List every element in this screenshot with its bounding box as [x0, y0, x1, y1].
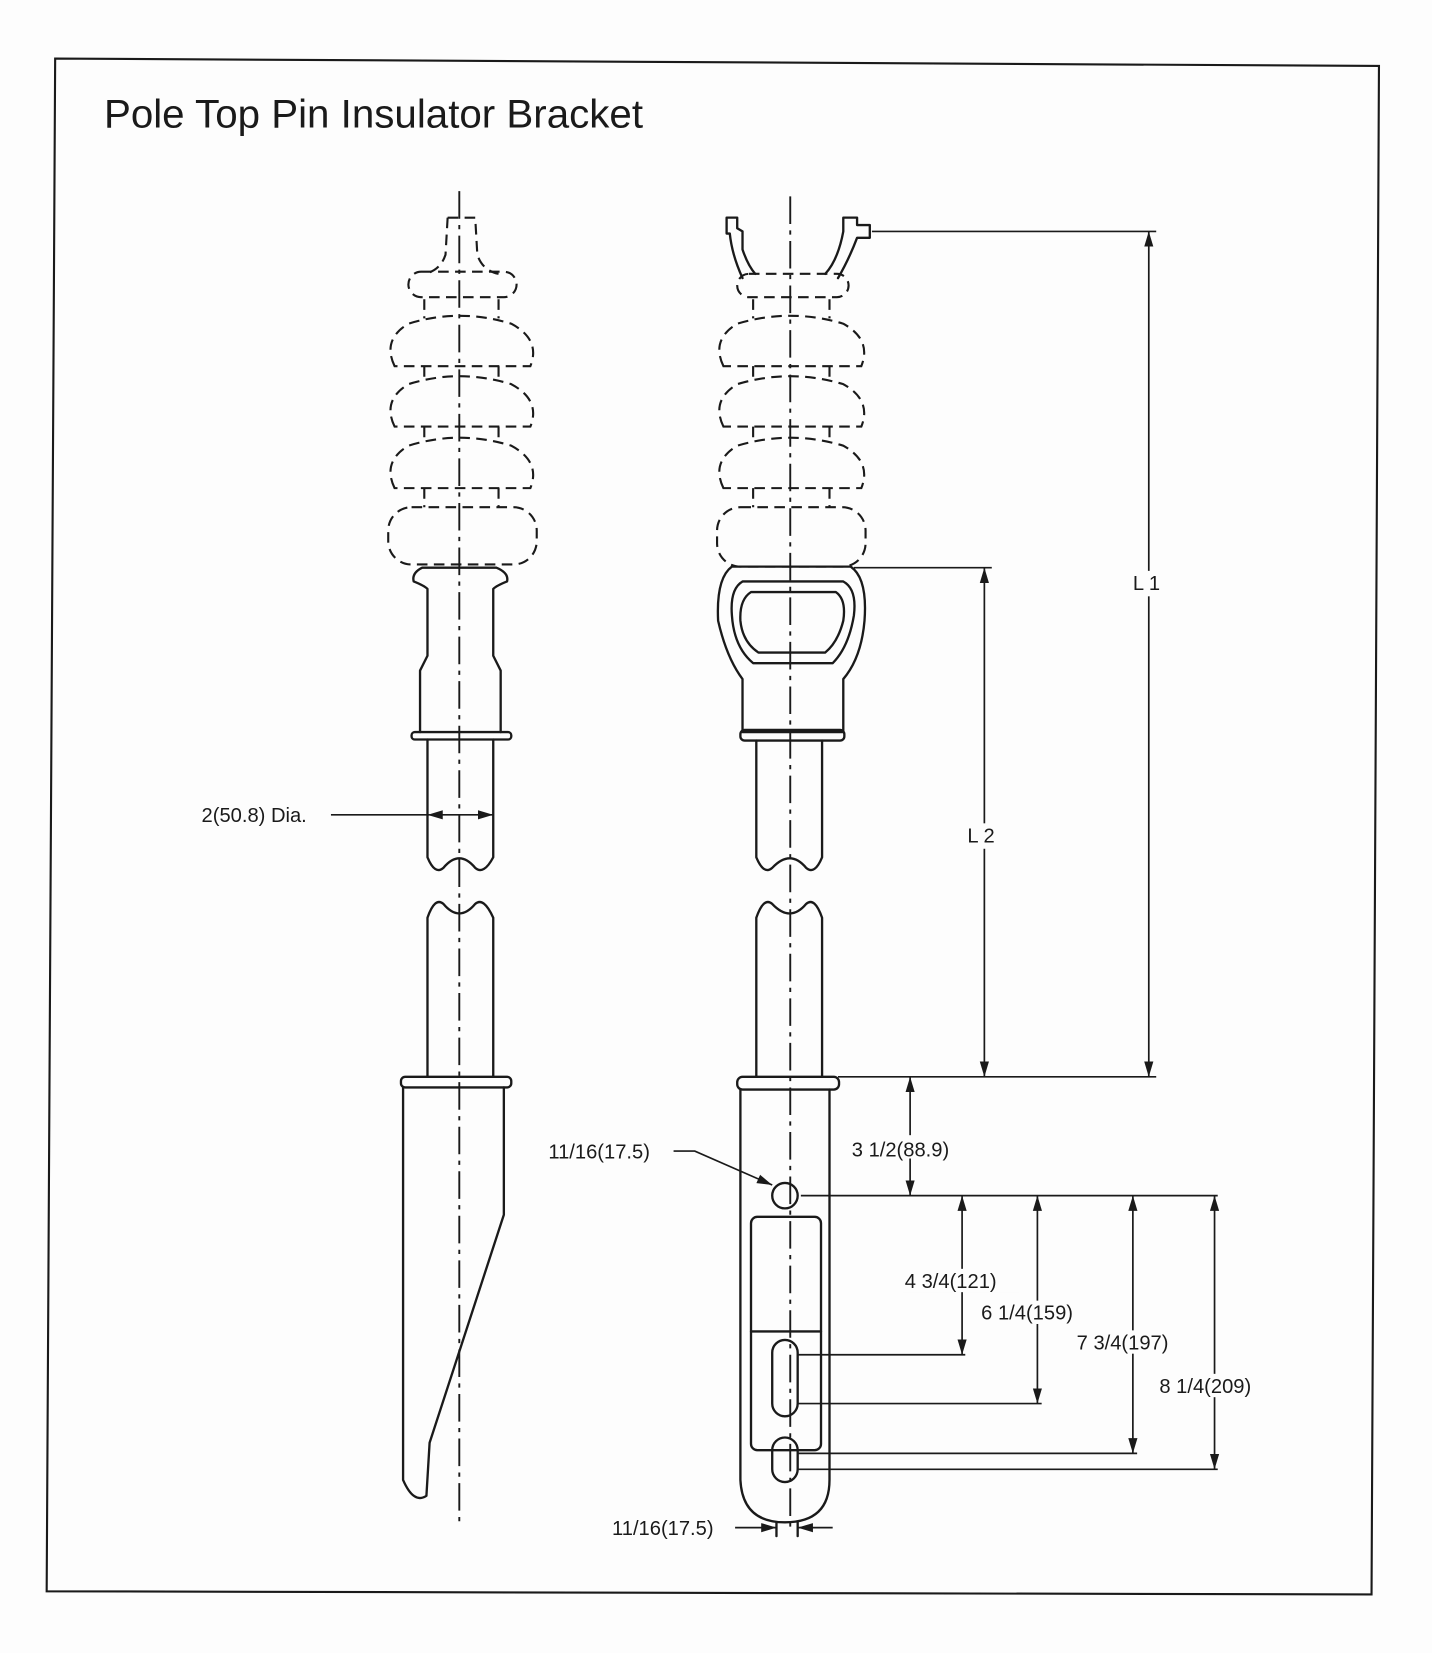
drawing-title: Pole Top Pin Insulator Bracket	[104, 91, 643, 136]
slot-width-label: 11/16(17.5)	[612, 1518, 714, 1540]
dim-4-3-4-label: 4 3/4(121)	[905, 1271, 997, 1293]
side-view: 2(50.8) Dia.	[202, 191, 538, 1523]
hole-diameter-label: 11/16(17.5)	[548, 1142, 650, 1164]
l1-label: L 1	[1133, 573, 1160, 595]
front-view: L 1 L 2 3 1/2(88.9) 4 3/4(121) 6 1/4(159…	[548, 196, 1276, 1540]
pipe-diameter-label: 2(50.8) Dia.	[202, 805, 307, 827]
dim-6-1-4-label: 6 1/4(159)	[981, 1303, 1073, 1325]
l2-label: L 2	[967, 825, 994, 847]
dim-7-3-4-label: 7 3/4(197)	[1077, 1332, 1169, 1354]
dim-8-1-4-label: 8 1/4(209)	[1159, 1376, 1251, 1398]
drawing-frame	[45, 57, 1381, 1596]
top-hole-offset-label: 3 1/2(88.9)	[852, 1139, 949, 1161]
